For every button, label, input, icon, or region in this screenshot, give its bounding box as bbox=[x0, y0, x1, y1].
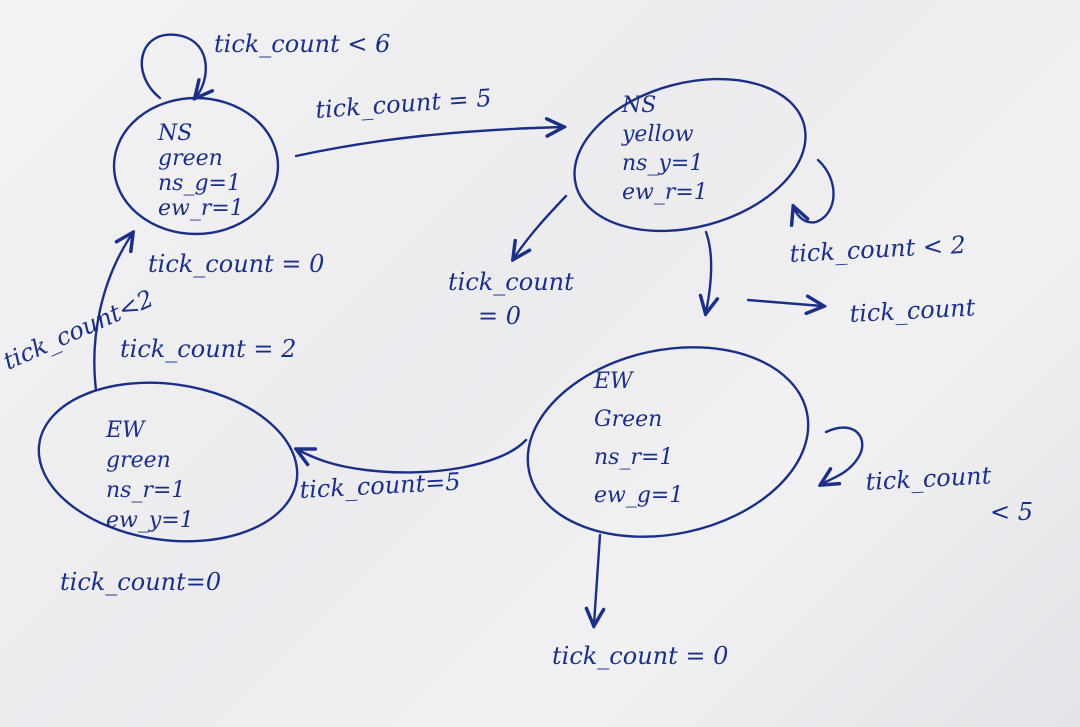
edge-label-ns-yellow-side: tick_count bbox=[849, 293, 976, 328]
arrow-ns-yellow-out bbox=[514, 194, 568, 258]
state-label-ns-yellow-2: ns_y=1 bbox=[622, 151, 703, 176]
arrow-ew-green-to-left-state bbox=[298, 438, 528, 474]
arrow-ew-green-down bbox=[594, 533, 600, 624]
edge-label-ns-green-action: tick_count = 0 bbox=[148, 250, 324, 278]
state-label-ew-green-right-3: ew_g=1 bbox=[594, 483, 683, 508]
edge-label-ew-self-loop: tick_count bbox=[865, 461, 992, 496]
state-ew-green-right bbox=[526, 346, 810, 538]
edge-label-ew-to-left: tick_count=5 bbox=[299, 468, 461, 504]
edge-label-ew-self-loop-value: < 5 bbox=[990, 498, 1033, 526]
state-ew-green-left bbox=[37, 381, 299, 543]
arrow-side-tick-count bbox=[746, 300, 822, 306]
state-label-ew-green-left-3: ew_y=1 bbox=[106, 508, 194, 533]
state-label-ns-green-0: NS bbox=[157, 121, 192, 146]
state-label-ew-green-left-0: EW bbox=[105, 418, 147, 443]
arrow-ns-green-to-ns-yellow bbox=[294, 127, 562, 158]
state-label-ns-green-1: green bbox=[158, 146, 223, 171]
state-label-ns-yellow-3: ew_r=1 bbox=[622, 180, 708, 205]
state-label-ew-green-right-0: EW bbox=[593, 369, 635, 394]
state-label-ns-green-3: ew_r=1 bbox=[158, 196, 244, 221]
state-label-ns-yellow-1: yellow bbox=[621, 122, 694, 147]
state-label-ew-green-right-2: ns_r=1 bbox=[594, 445, 673, 470]
edge-label-ns-yellow-out: tick_count bbox=[448, 268, 574, 296]
arrow-left-state-to-ns-green bbox=[93, 234, 132, 392]
state-label-ns-yellow-0: NS bbox=[621, 93, 656, 118]
arrow-ew-green-self-loop bbox=[822, 426, 864, 484]
edge-label-ns-green-to-yellow: tick_count = 5 bbox=[314, 84, 492, 124]
state-label-ew-green-left-2: ns_r=1 bbox=[106, 478, 185, 503]
edge-label-ns-yellow-out-value: = 0 bbox=[478, 302, 521, 330]
state-label-ew-green-left-1: green bbox=[106, 448, 171, 473]
arrow-ns-yellow-to-ew-green bbox=[706, 230, 711, 312]
state-label-ns-green-2: ns_g=1 bbox=[158, 171, 241, 196]
edge-label-ns-yellow-self-loop: tick_count < 2 bbox=[789, 231, 967, 268]
arrow-ns-green-self-loop bbox=[140, 33, 206, 98]
state-ns-yellow bbox=[573, 77, 807, 233]
edge-label-left-to-ns-green: tick_count = 2 bbox=[120, 335, 296, 363]
state-label-ew-green-right-1: Green bbox=[594, 407, 662, 432]
edge-label-ns-green-self-loop: tick_count < 6 bbox=[214, 30, 390, 58]
edge-label-bottom-action: tick_count = 0 bbox=[552, 642, 728, 670]
edge-label-left-action: tick_count=0 bbox=[60, 568, 221, 596]
arrow-ns-yellow-self-loop bbox=[794, 158, 835, 222]
